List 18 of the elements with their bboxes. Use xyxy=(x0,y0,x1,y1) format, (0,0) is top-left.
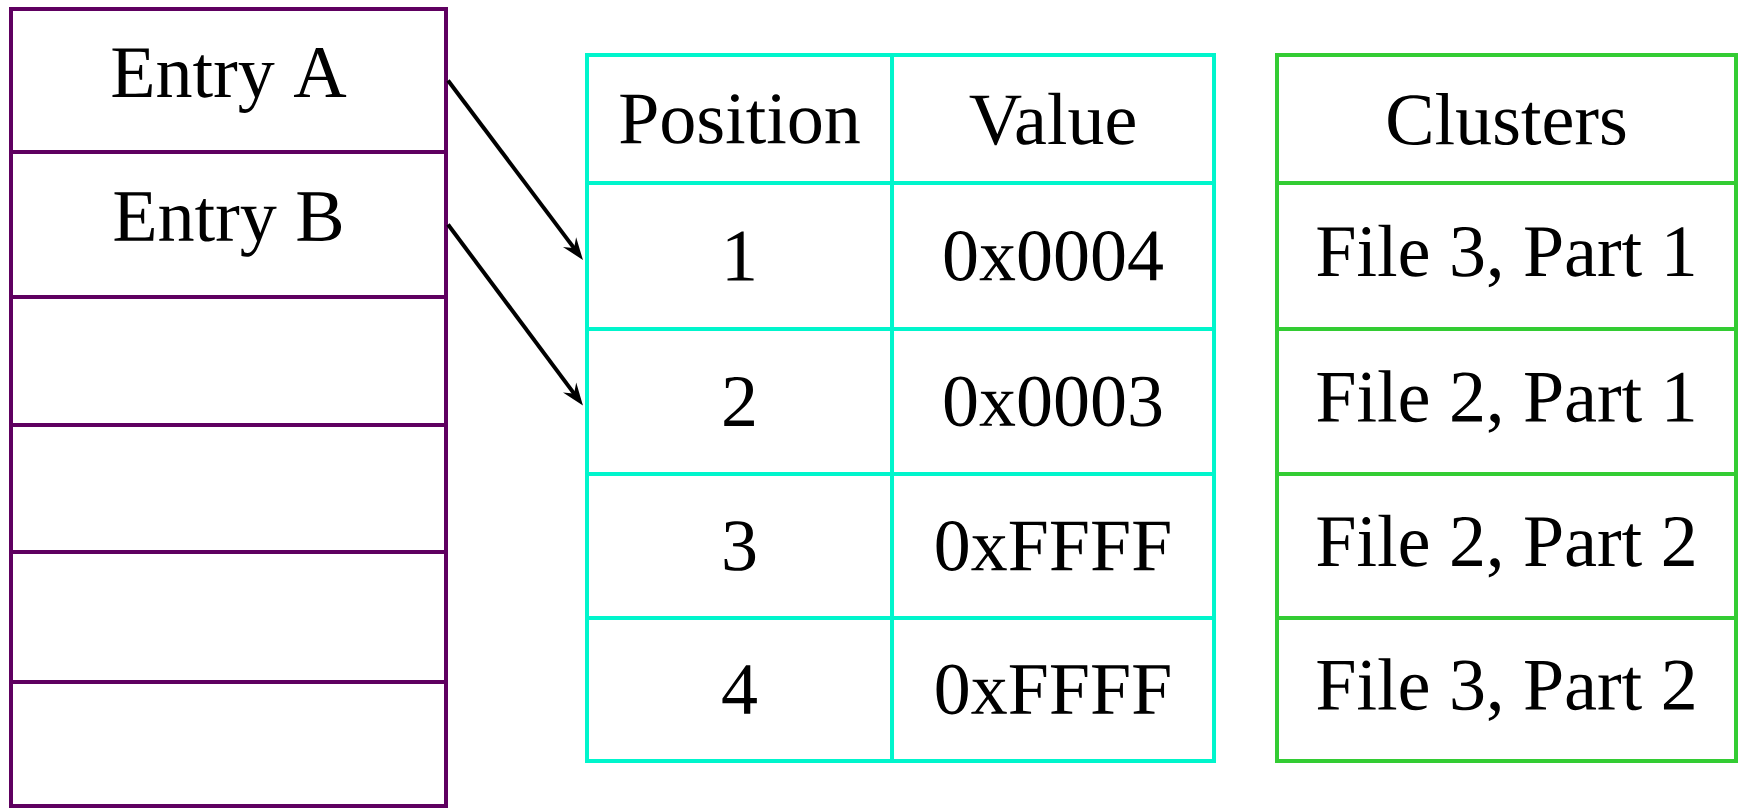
empty-box xyxy=(9,680,448,808)
table-cell: Value xyxy=(890,53,1216,185)
table-cell: 0xFFFF xyxy=(890,616,1216,763)
table-cell: 0x0003 xyxy=(890,327,1216,476)
table-cell: File 3, Part 1 xyxy=(1275,181,1738,331)
table-cell: 0xFFFF xyxy=(890,472,1216,620)
table-cell: File 2, Part 1 xyxy=(1275,327,1738,476)
table-cell: 3 xyxy=(585,472,894,620)
table-cell: Position xyxy=(585,53,894,185)
entry-box: Entry A xyxy=(9,7,448,154)
table-cell: File 2, Part 2 xyxy=(1275,472,1738,620)
table-cell: File 3, Part 2 xyxy=(1275,616,1738,763)
table-cell: 1 xyxy=(585,181,894,331)
table-cell: 4 xyxy=(585,616,894,763)
table-cell: Clusters xyxy=(1275,53,1738,185)
entry-box: Entry B xyxy=(9,150,448,299)
table-cell: 0x0004 xyxy=(890,181,1216,331)
table-cell: 2 xyxy=(585,327,894,476)
